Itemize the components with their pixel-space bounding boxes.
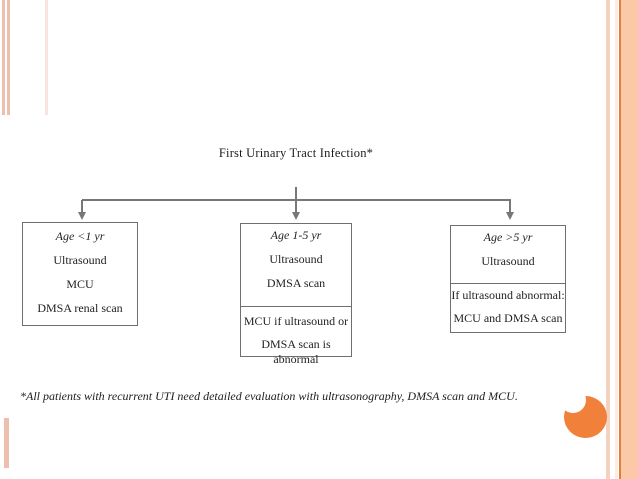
left-border-stripe-3 <box>45 0 48 115</box>
right-border-stripe-1 <box>606 0 610 479</box>
procedure-line: DMSA renal scan <box>37 301 123 315</box>
age-1-5-upper-section: Age 1-5 yr Ultrasound DMSA scan <box>241 228 351 307</box>
age-under-1-box: Age <1 yr Ultrasound MCU DMSA renal scan <box>22 222 138 326</box>
left-border-stripe-2 <box>7 0 10 115</box>
left-border-stripe-bottom <box>4 418 9 468</box>
conditional-line: MCU if ultrasound or <box>243 314 349 328</box>
connector-stub <box>295 187 297 200</box>
procedure-line: DMSA scan <box>266 276 326 290</box>
arrow-down-icon <box>291 212 300 220</box>
arrow-down-icon <box>505 212 514 220</box>
age-label: Age >5 yr <box>483 230 533 244</box>
age-label: Age <1 yr <box>55 229 105 243</box>
accent-circle-notch <box>560 387 586 413</box>
procedure-line: Ultrasound <box>53 253 107 267</box>
left-border-stripe-1 <box>2 0 5 115</box>
procedure-line: Ultrasound <box>269 252 323 266</box>
procedure-line: Ultrasound <box>481 254 535 268</box>
connector-drop-middle <box>295 200 297 213</box>
age-1-5-conditional-section: MCU if ultrasound or DMSA scan is abnorm… <box>241 314 351 367</box>
conditional-line: If ultrasound abnormal: <box>451 288 565 302</box>
connector-drop-right <box>509 200 511 213</box>
right-border-stripe-2 <box>615 0 618 479</box>
flowchart-title: First Urinary Tract Infection* <box>218 146 374 160</box>
age-over-5-conditional-section: If ultrasound abnormal: MCU and DMSA sca… <box>451 288 565 326</box>
age-over-5-upper-section: Age >5 yr Ultrasound <box>451 230 565 284</box>
age-label: Age 1-5 yr <box>270 228 322 242</box>
right-border-stripe-3 <box>619 0 621 479</box>
age-over-5-box: Age >5 yr Ultrasound If ultrasound abnor… <box>450 225 566 333</box>
age-1-5-box: Age 1-5 yr Ultrasound DMSA scan MCU if u… <box>240 223 352 366</box>
right-border-band <box>621 0 638 479</box>
footnote: *All patients with recurrent UTI need de… <box>20 389 518 403</box>
conditional-line: DMSA scan is abnormal <box>261 337 331 366</box>
arrow-down-icon <box>77 212 86 220</box>
procedure-line: MCU <box>66 277 94 291</box>
connector-drop-left <box>81 200 83 213</box>
conditional-line: MCU and DMSA scan <box>453 311 563 325</box>
